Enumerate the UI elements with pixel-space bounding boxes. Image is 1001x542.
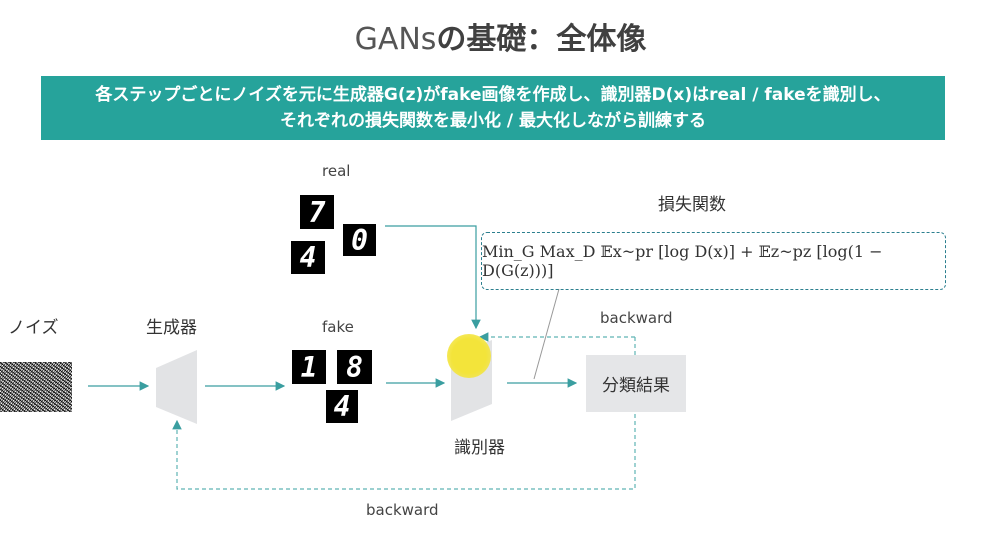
fake-digit-3: 4 [326,390,358,423]
real-label: real [322,162,351,180]
generator-shape [156,350,197,424]
page-title: GANsの基礎：全体像 [0,14,1001,58]
banner-line-2: それぞれの損失関数を最小化 / 最大化しながら訓練する [279,111,707,131]
loss-formula-box: Min_G Max_D 𝔼x~pr [log D(x)] + 𝔼z~pz [lo… [481,232,946,290]
title-rest: の基礎：全体像 [436,22,647,57]
banner-line-1: 各ステップごとにノイズを元に生成器G(z)がfake画像を作成し、識別器D(x)… [95,85,891,105]
backward-bottom-label: backward [366,501,439,519]
real-digit-2: 0 [343,224,376,257]
fake-digit-1: 1 [292,350,326,384]
loss-function-label: 損失関数 [658,195,726,215]
cursor-highlight [447,334,491,378]
loss-pointer-line [533,288,560,380]
generator-label: 生成器 [146,318,197,338]
discriminator-label: 識別器 [454,438,505,458]
title-prefix: GANs [354,22,437,57]
noise-image [0,362,72,412]
noise-label: ノイズ [8,318,59,338]
backward-bottom-path [172,337,636,490]
classification-result-box: 分類結果 [586,355,686,412]
fake-label: fake [322,318,354,336]
summary-banner: 各ステップごとにノイズを元に生成器G(z)がfake画像を作成し、識別器D(x)… [41,76,945,140]
backward-top-label: backward [600,309,673,327]
real-digit-1: 7 [300,195,334,229]
fake-digit-2: 8 [337,350,372,384]
loss-formula: Min_G Max_D 𝔼x~pr [log D(x)] + 𝔼z~pz [lo… [482,242,883,280]
result-label: 分類結果 [602,376,670,396]
real-digit-3: 4 [291,241,325,274]
arrow-real-to-discriminator [385,225,481,330]
